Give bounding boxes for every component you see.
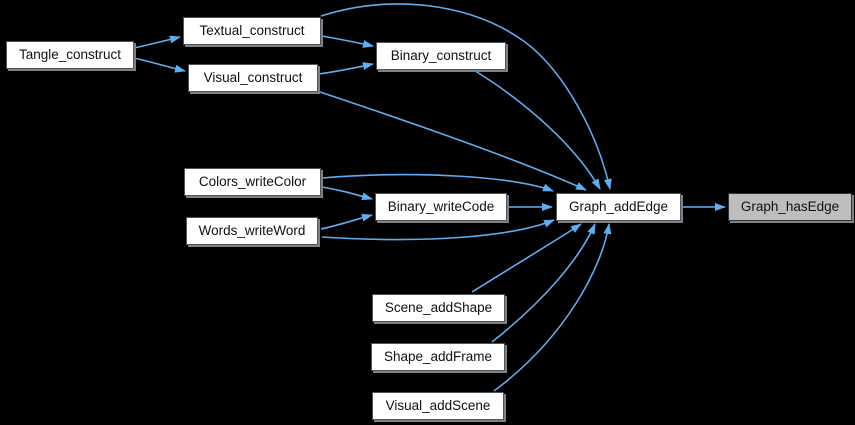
node-colors-writecolor[interactable]: Colors_writeColor	[184, 168, 321, 196]
node-textual-construct[interactable]: Textual_construct	[183, 17, 321, 45]
node-binary-construct[interactable]: Binary_construct	[376, 42, 506, 70]
edge-scene-to-addedge	[471, 223, 582, 293]
edge-visual-to-binary-construct	[318, 62, 374, 75]
edge-words-to-addedge	[321, 219, 555, 241]
node-shape-addframe[interactable]: Shape_addFrame	[371, 343, 505, 371]
node-words-writeword[interactable]: Words_writeWord	[186, 217, 318, 245]
edge-textual-to-binary-construct	[320, 35, 374, 48]
node-scene-addshape[interactable]: Scene_addShape	[372, 294, 505, 322]
node-visual-addscene[interactable]: Visual_addScene	[372, 392, 504, 420]
node-binary-writecode[interactable]: Binary_writeCode	[375, 193, 507, 221]
node-visual-construct[interactable]: Visual_construct	[188, 64, 318, 92]
edge-visual-addscene-to-addedge	[493, 223, 612, 392]
edge-binary-construct-to-addedge	[471, 68, 601, 190]
edge-visual-to-addedge	[319, 91, 587, 191]
node-graph-hasedge: Graph_hasEdge	[728, 193, 852, 221]
edge-tangle-to-visual	[133, 57, 186, 73]
edge-shape-to-addedge	[491, 223, 596, 343]
edge-words-to-binary-writecode	[320, 213, 373, 230]
edge-colors-to-binary-writecode	[321, 186, 373, 201]
edge-colors-to-addedge	[321, 173, 554, 192]
edge-textual-to-addedge	[320, 3, 612, 190]
node-graph-addedge[interactable]: Graph_addEdge	[556, 193, 681, 221]
node-tangle-construct[interactable]: Tangle_construct	[6, 41, 134, 69]
edge-tangle-to-textual	[133, 35, 181, 49]
